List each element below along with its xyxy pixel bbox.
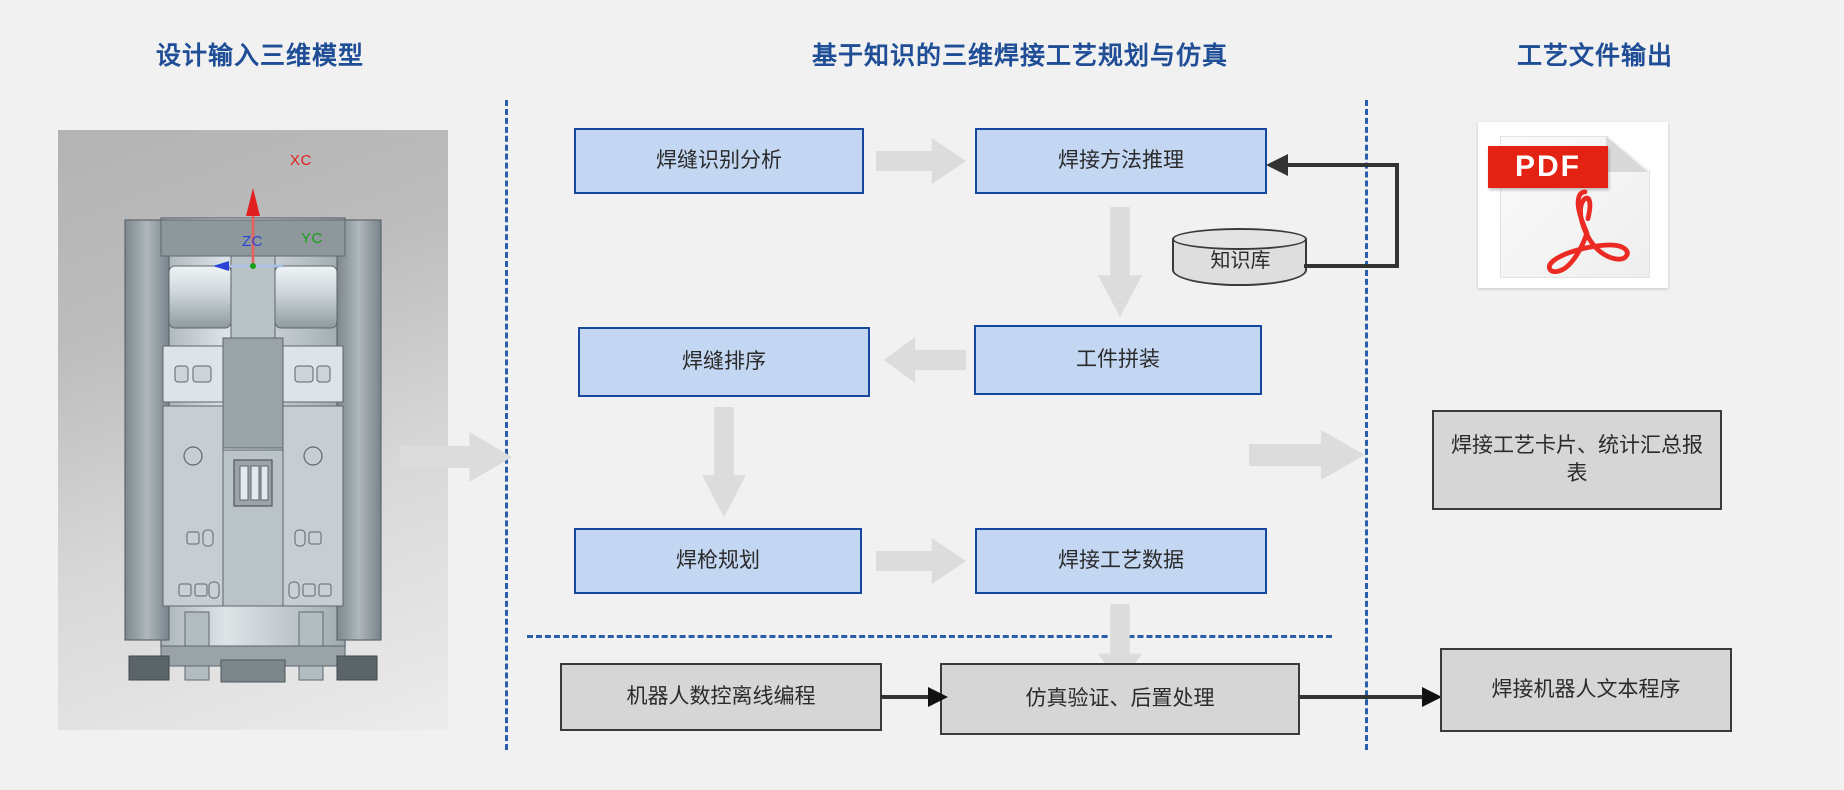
- arrow-assembly-to-sequence: [884, 337, 966, 383]
- arrow-sequence-to-torch: [702, 407, 746, 517]
- output-box-robot-program[interactable]: 焊接机器人文本程序: [1440, 648, 1732, 732]
- connector-offline-to-sim-arrowhead: [928, 687, 948, 707]
- kb-connector-segment-horizontal: [1304, 264, 1399, 268]
- arrow-weldid-to-weldmethod: [876, 138, 966, 184]
- arrow-planning-to-output: [1249, 430, 1365, 480]
- process-box-workpiece-assembly[interactable]: 工件拼装: [974, 325, 1262, 395]
- section-title-design-input: 设计输入三维模型: [155, 42, 364, 70]
- process-box-welding-process-data[interactable]: 焊接工艺数据: [975, 528, 1267, 594]
- arrow-torch-to-processdata: [876, 538, 966, 584]
- kb-connector-segment-vertical: [1395, 165, 1399, 268]
- connector-sim-to-robotprogram: [1300, 695, 1428, 699]
- section-title-process-planning: 基于知识的三维焊接工艺规划与仿真: [811, 42, 1228, 70]
- process-box-offline-programming[interactable]: 机器人数控离线编程: [560, 663, 882, 731]
- acrobat-swirl-icon: [1546, 189, 1630, 275]
- x-axis-label: XC: [290, 152, 312, 169]
- process-box-weld-sequence[interactable]: 焊缝排序: [578, 327, 870, 397]
- process-box-torch-planning[interactable]: 焊枪规划: [574, 528, 862, 594]
- pdf-file-icon[interactable]: PDF: [1478, 122, 1668, 288]
- z-axis-label: ZC: [242, 233, 263, 250]
- process-box-weld-method[interactable]: 焊接方法推理: [975, 128, 1267, 194]
- divider-right-dashed: [1365, 100, 1368, 750]
- cad-viewport: XC YC ZC: [58, 130, 448, 730]
- cylinder-top-ellipse: [1172, 228, 1307, 250]
- pdf-badge-label: PDF: [1488, 146, 1608, 188]
- connector-sim-to-robotprogram-arrowhead: [1422, 687, 1442, 707]
- output-box-process-cards[interactable]: 焊接工艺卡片、统计汇总报表: [1432, 410, 1722, 510]
- divider-left-dashed: [505, 100, 508, 750]
- arrow-weldmethod-to-assembly: [1098, 207, 1142, 317]
- connector-offline-to-sim: [880, 695, 932, 699]
- knowledge-base-label: 知识库: [1210, 250, 1271, 272]
- section-title-process-output: 工艺文件输出: [1516, 42, 1673, 70]
- y-axis-label: YC: [301, 230, 323, 247]
- kb-connector-arrowhead: [1266, 154, 1288, 176]
- divider-horizontal-dashed: [527, 635, 1332, 638]
- cad-model-3d: [124, 188, 382, 683]
- knowledge-base-cylinder[interactable]: 知识库: [1172, 228, 1309, 290]
- process-box-weld-identification[interactable]: 焊缝识别分析: [574, 128, 864, 194]
- process-box-simulation-postprocessing[interactable]: 仿真验证、后置处理: [940, 663, 1300, 735]
- kb-connector-segment-top: [1286, 163, 1399, 167]
